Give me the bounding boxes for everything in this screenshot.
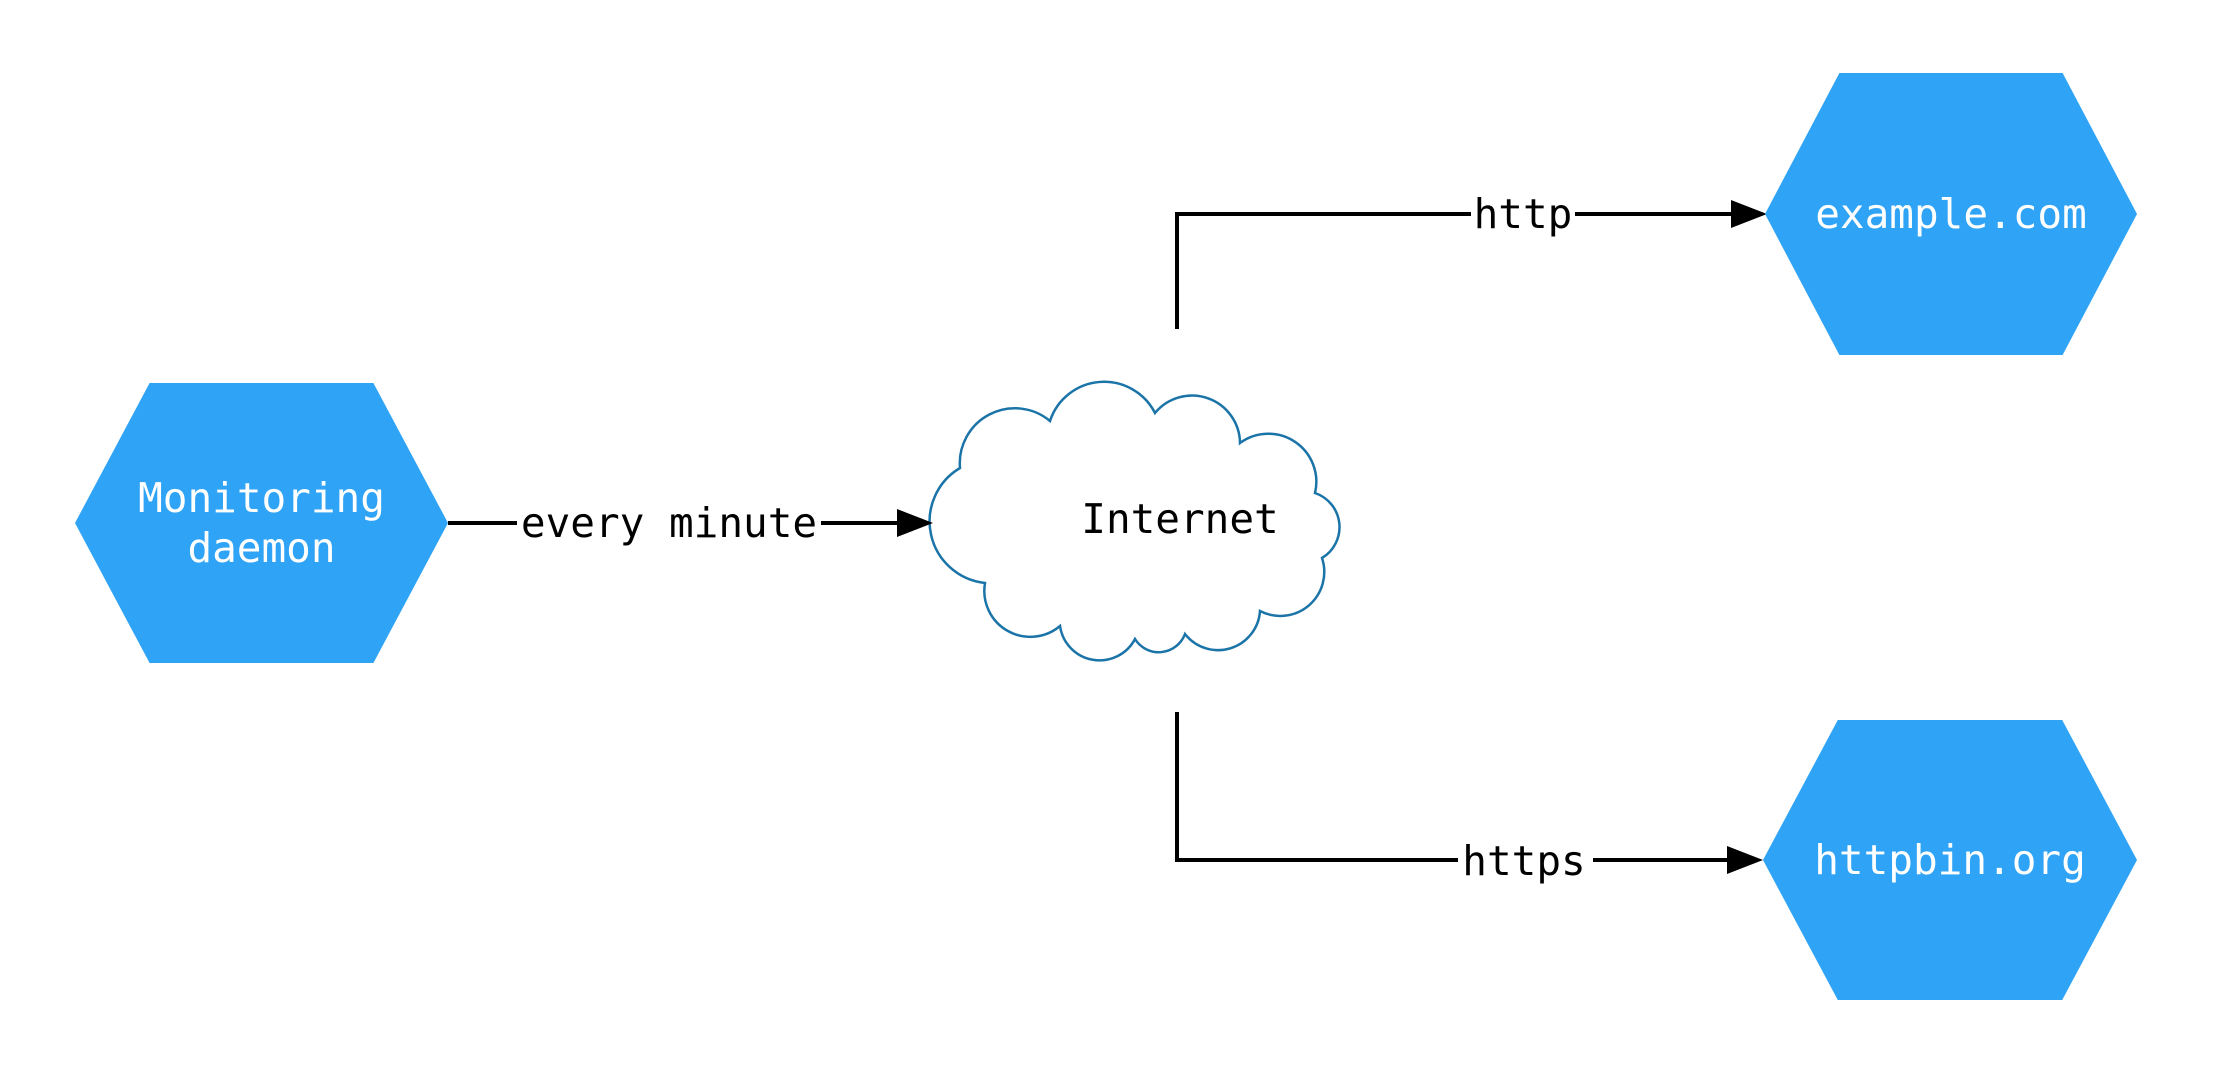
- node-internet-label: Internet: [1081, 495, 1279, 543]
- arrowhead-icon: [897, 509, 933, 537]
- node-httpbin-org-label: httpbin.org: [1814, 835, 2086, 884]
- edge-http: [1175, 200, 1767, 329]
- edge-http-corner-line: [1175, 212, 1471, 329]
- internet-cloud-shape: [928, 380, 1341, 662]
- node-monitoring-daemon: Monitoring daemon: [75, 383, 448, 663]
- edge-https-corner-line: [1175, 712, 1458, 862]
- edge-https: [1175, 712, 1763, 874]
- edge-https-label: https: [1462, 837, 1586, 885]
- edge-every-minute-label: every minute: [520, 499, 818, 547]
- node-example-com: example.com: [1765, 73, 2137, 355]
- node-httpbin-org: httpbin.org: [1763, 720, 2137, 1000]
- edge-http-label: http: [1473, 190, 1573, 238]
- arrowhead-icon: [1727, 846, 1763, 874]
- node-example-com-label: example.com: [1815, 189, 2087, 238]
- arrowhead-icon: [1731, 200, 1767, 228]
- edge-every-minute: [448, 509, 933, 537]
- node-monitoring-daemon-label: Monitoring daemon: [138, 473, 385, 572]
